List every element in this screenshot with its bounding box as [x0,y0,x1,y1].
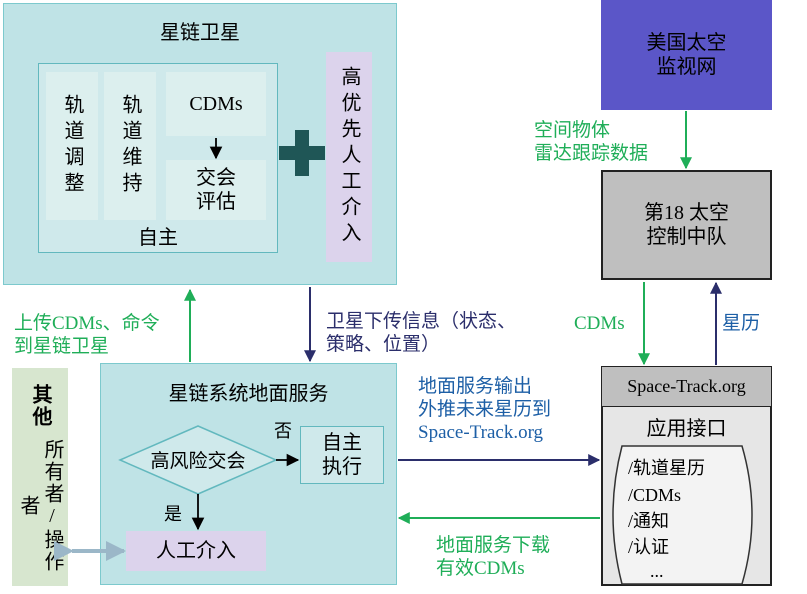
human-intervention-box: 人工介入 [126,531,266,571]
downlink-label: 卫星下传信息（状态、 策略、位置） [326,311,517,355]
cdms-item: CDMs [166,72,266,136]
autonomy-label: 自主 [138,227,178,249]
api-item: /认证 [628,537,669,557]
human-priority-box: 高优先人工介入 [326,52,372,262]
ground-download-label: 地面服务下载 有效CDMs [436,535,551,579]
api-list-scroll [612,445,753,585]
api-item: /轨道星历 [628,458,705,478]
ground-service-title: 星链系统地面服务 [168,383,329,405]
api-item: /CDMs [628,485,681,505]
space-surveillance-network-box: 美国太空 监视网 [601,0,772,110]
orbit-keep-item: 轨道维持 [104,72,156,220]
api-item: /通知 [628,511,669,531]
cdms-edge-label: CDMs [574,313,625,334]
upload-label: 上传CDMs、命令 到星链卫星 [14,313,160,357]
api-item: ... [650,561,664,581]
api-list: /轨道星历 /CDMs /通知 /认证 ... [628,458,705,581]
conjunction-assess-item: 交会 评估 [166,160,266,220]
decision-label: 高风险交会 [150,450,245,472]
radar-label: 空间物体 雷达跟踪数据 [534,120,649,164]
orbit-adjust-item: 轨道调整 [46,72,98,220]
ground-output-label: 地面服务输出 外推未来星历到 Space-Track.org [418,376,552,443]
other-operators-line1: 其他 [29,384,51,428]
api-title: 应用接口 [646,418,727,440]
satellite-title: 星链卫星 [160,22,240,44]
plus-icon [279,130,325,176]
auto-exec-box: 自主 执行 [300,426,384,484]
other-operators-line2: 所有者/操作者 [17,439,63,573]
yes-label: 是 [164,504,182,524]
no-label: 否 [274,421,292,441]
ephemeris-label: 星历 [722,313,761,334]
space-track-header: Space-Track.org [602,367,771,407]
space-control-squadron-box: 第18 太空 控制中队 [601,170,772,280]
